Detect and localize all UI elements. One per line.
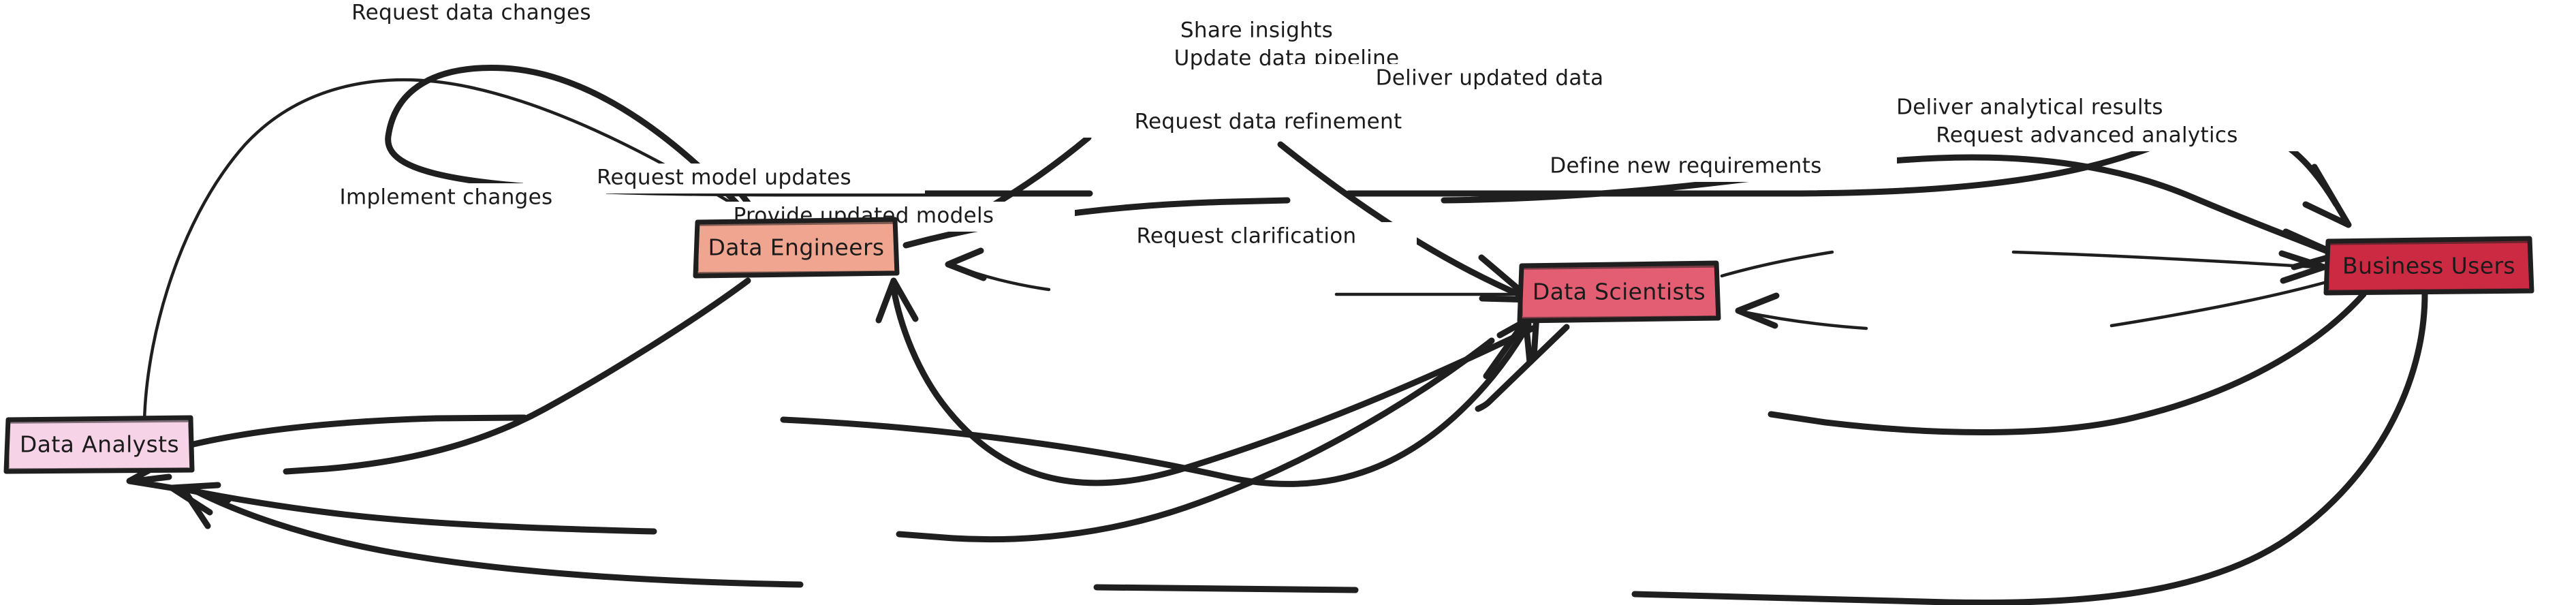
node-data-engineers[interactable]: Data Engineers <box>693 217 900 279</box>
edge-label-implement-changes: Implement changes <box>340 185 553 210</box>
edge-analysts-to-engineers[interactable] <box>142 78 768 435</box>
edge-label-deliver-analytical-results: Deliver analytical results <box>1896 95 2163 120</box>
edge-businessusers-to-scientists[interactable] <box>1735 281 2326 330</box>
node-label-data-analysts: Data Analysts <box>20 431 179 458</box>
edge-label-share-insights: Share insights <box>1180 18 1333 43</box>
label-bg <box>257 0 685 30</box>
edge-scientists-to-businessusers[interactable] <box>1720 250 2327 284</box>
label-bg <box>1829 94 2231 124</box>
node-fill <box>7 418 192 471</box>
node-fill <box>696 221 896 275</box>
label-bg <box>1868 121 2306 151</box>
node-label-business-users: Business Users <box>2342 253 2515 279</box>
node-outline-sketch <box>6 420 192 471</box>
node-data-analysts[interactable]: Data Analysts <box>3 415 195 474</box>
edge-scientists-to-analysts[interactable] <box>168 337 1495 543</box>
node-fill <box>1520 264 1718 320</box>
edge-labels-layer: Request data changes Share insights Upda… <box>257 0 2306 252</box>
label-bg <box>286 183 606 213</box>
node-outline-sketch <box>1520 265 1718 320</box>
node-label-data-engineers: Data Engineers <box>708 234 884 261</box>
edge-label-define-new-requirements: Define new requirements <box>1550 154 1821 179</box>
edge-label-request-data-changes: Request data changes <box>351 1 591 25</box>
edge-scientists-to-engineers-refine[interactable] <box>945 247 1522 296</box>
edge-scientists-to-engineers-secondary[interactable] <box>875 277 1536 486</box>
edge-label-request-advanced-analytics: Request advanced analytics <box>1936 123 2237 148</box>
label-bg <box>1291 64 1688 94</box>
label-bg <box>1103 16 1410 46</box>
nodes-layer: Data Analysts Data Engineers Data Scient… <box>3 217 2534 474</box>
label-bg <box>1076 222 1417 252</box>
edge-label-deliver-updated-data: Deliver updated data <box>1376 66 1604 91</box>
node-outline-sketch <box>695 221 897 275</box>
label-bg <box>1475 152 1897 182</box>
edge-label-request-data-refinement: Request data refinement <box>1135 110 1402 134</box>
node-fill <box>2327 240 2531 293</box>
edge-businessusers-to-analysts[interactable] <box>179 291 2428 605</box>
label-bg <box>1054 108 1482 138</box>
node-business-users[interactable]: Business Users <box>2323 236 2534 296</box>
node-data-scientists[interactable]: Data Scientists <box>1517 260 1721 324</box>
edge-engineers-to-analysts[interactable] <box>126 277 751 492</box>
node-label-data-scientists: Data Scientists <box>1533 279 1706 305</box>
edge-label-request-clarification: Request clarification <box>1136 224 1356 249</box>
node-outline-sketch <box>2326 241 2532 292</box>
edge-label-request-model-updates: Request model updates <box>597 166 851 190</box>
